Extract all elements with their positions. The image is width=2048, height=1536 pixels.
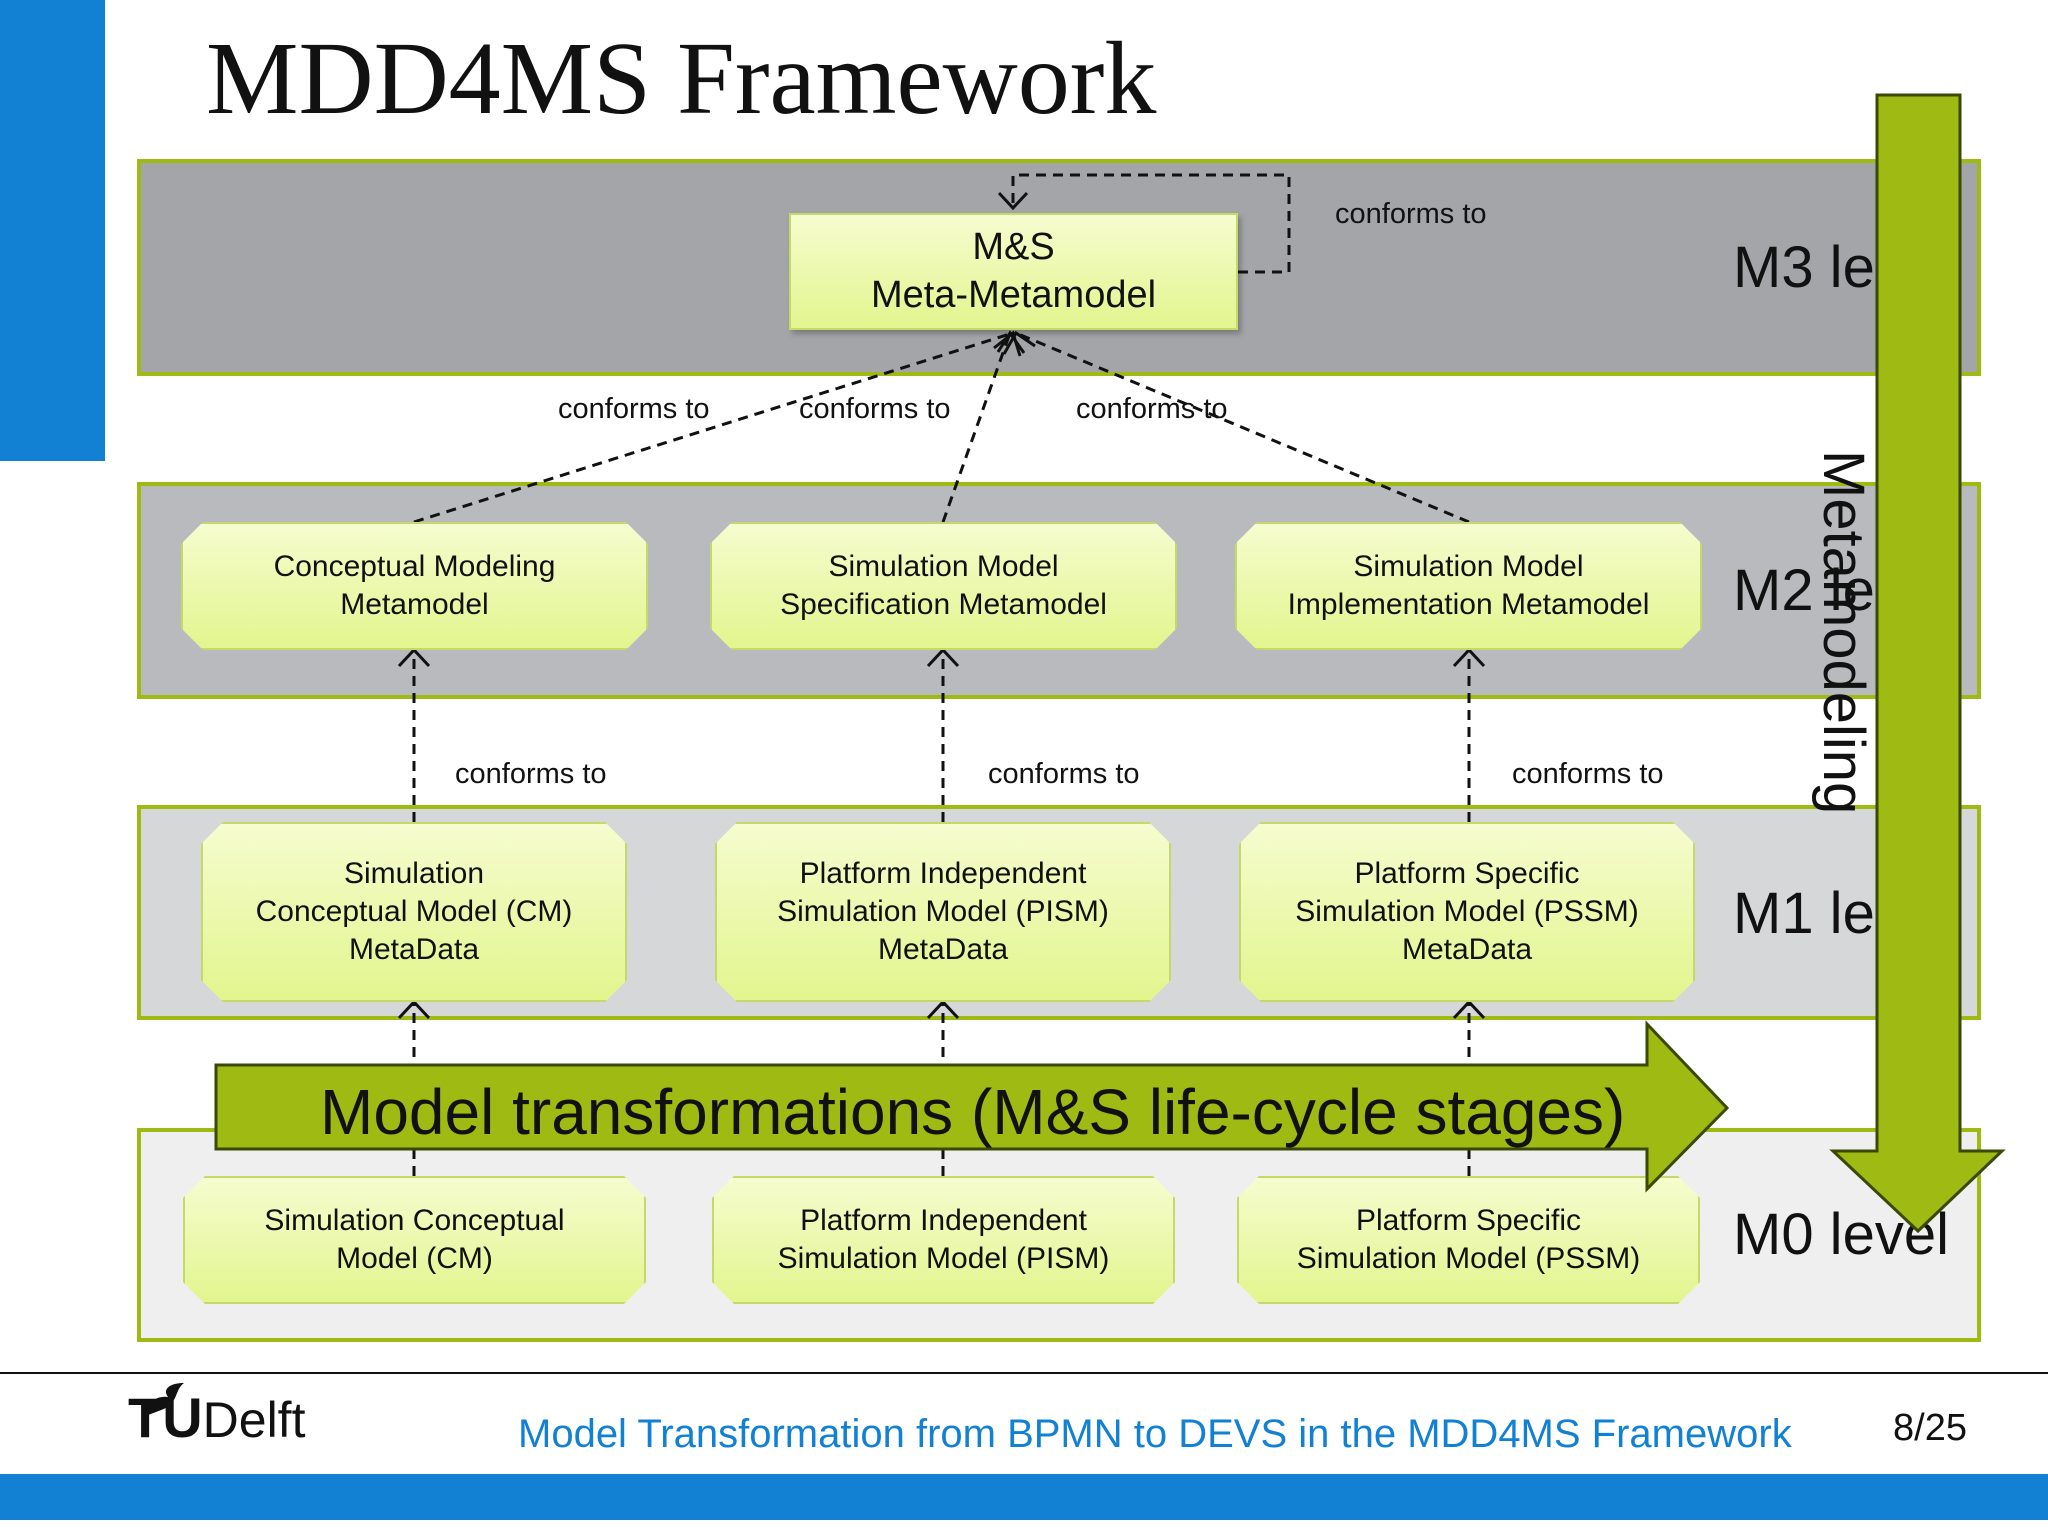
box-line: Implementation Metamodel xyxy=(1287,588,1650,621)
pism-box: Platform Independent Simulation Model (P… xyxy=(712,1176,1175,1304)
box-line: Specification Metamodel xyxy=(780,588,1107,621)
arrowhead-m3-right xyxy=(1002,330,1036,355)
tudelft-logo: TUDelft xyxy=(128,1383,306,1450)
box-line: Simulation Model xyxy=(1353,550,1584,584)
conforms-label-loop: conforms to xyxy=(1335,198,1487,230)
box-line: Conceptual Modeling xyxy=(273,550,556,584)
box-line: Model (CM) xyxy=(336,1242,493,1275)
box-line: Platform Independent xyxy=(799,857,1087,891)
bottom-accent-bar xyxy=(0,1474,2048,1520)
pism-metadata-box: Platform Independent Simulation Model (P… xyxy=(715,822,1171,1002)
conforms-line-m2-left xyxy=(413,331,1014,524)
conforms-label-m1-middle: conforms to xyxy=(988,758,1140,790)
footer-title: Model Transformation from BPMN to DEVS i… xyxy=(518,1412,1792,1456)
m2-level-label: M2 le xyxy=(1733,558,1875,623)
arrowhead-m2-left xyxy=(397,647,431,668)
box-line: Simulation Model (PSSM) xyxy=(1295,895,1639,929)
page-number: 8/25 xyxy=(1893,1407,1967,1449)
m3-level-band xyxy=(137,159,1981,376)
arrowhead-m3-middle xyxy=(996,330,1026,354)
left-accent-bar xyxy=(0,0,105,461)
box-line: Simulation xyxy=(343,857,485,891)
metamodeling-label: Metamodeling xyxy=(1811,450,1876,815)
box-line: Simulation Conceptual xyxy=(264,1204,565,1238)
arrowhead-loop xyxy=(997,191,1029,211)
flame-icon xyxy=(147,1383,184,1415)
pssm-box: Platform Specific Simulation Model (PSSM… xyxy=(1237,1176,1700,1304)
conforms-label-m1-left: conforms to xyxy=(455,758,607,790)
meta-metamodel-line1: M&S xyxy=(972,225,1055,268)
box-line: Conceptual Model (CM) xyxy=(255,895,573,929)
box-line: MetaData xyxy=(877,932,1009,966)
metamodeling-arrow xyxy=(1829,93,2006,1234)
box-line: Platform Independent xyxy=(800,1204,1087,1238)
simulation-model-implementation-metamodel-box: Simulation Model Implementation Metamode… xyxy=(1235,522,1702,650)
box-line: Simulation Model xyxy=(828,550,1059,584)
conforms-label-m2-middle: conforms to xyxy=(799,393,951,425)
box-line: Simulation Model (PISM) xyxy=(777,1242,1110,1275)
conforms-label-m1-right: conforms to xyxy=(1512,758,1664,790)
arrowhead-m2-right xyxy=(1452,647,1486,668)
conforms-label-m2-right: conforms to xyxy=(1076,393,1228,425)
arrowhead-m2-middle xyxy=(926,647,960,668)
self-conformance-loop xyxy=(1011,173,1291,274)
meta-metamodel-line2: Meta-Metamodel xyxy=(870,273,1157,316)
footer-divider xyxy=(0,1372,2048,1374)
logo-delft-text: Delft xyxy=(202,1392,306,1448)
conceptual-modeling-metamodel-box: Conceptual Modeling Metamodel xyxy=(181,522,648,650)
model-transformations-arrow xyxy=(214,1020,1730,1193)
box-line: Simulation Model (PSSM) xyxy=(1296,1242,1641,1275)
box-line: Platform Specific xyxy=(1354,857,1580,891)
conforms-label-m2-left: conforms to xyxy=(558,393,710,425)
pssm-metadata-box: Platform Specific Simulation Model (PSSM… xyxy=(1239,822,1695,1002)
slide-title: MDD4MS Framework xyxy=(206,21,1157,136)
logo-tu-text: TU xyxy=(128,1386,203,1449)
box-line: Platform Specific xyxy=(1355,1204,1582,1238)
conceptual-model-box: Simulation Conceptual Model (CM) xyxy=(183,1176,646,1304)
arrowhead-m1-middle xyxy=(926,999,960,1020)
m3-level-label: M3 le xyxy=(1733,235,1875,300)
simulation-model-specification-metamodel-box: Simulation Model Specification Metamodel xyxy=(710,522,1177,650)
m1-level-label: M1 le xyxy=(1733,881,1875,946)
arrowhead-m3-left xyxy=(993,330,1022,357)
arrowhead-m1-left xyxy=(397,999,431,1020)
meta-metamodel-box: M&S Meta-Metamodel xyxy=(789,213,1238,330)
model-transformations-label: Model transformations (M&S life-cycle st… xyxy=(320,1076,1626,1148)
box-line: Simulation Model (PISM) xyxy=(777,895,1109,929)
conforms-line-m2-right xyxy=(1015,331,1470,524)
box-line: MetaData xyxy=(1401,932,1533,966)
box-line: MetaData xyxy=(348,932,480,966)
cm-metadata-box: Simulation Conceptual Model (CM) MetaDat… xyxy=(201,822,627,1002)
arrowhead-m1-right xyxy=(1452,999,1486,1020)
box-line: Metamodel xyxy=(340,588,489,621)
